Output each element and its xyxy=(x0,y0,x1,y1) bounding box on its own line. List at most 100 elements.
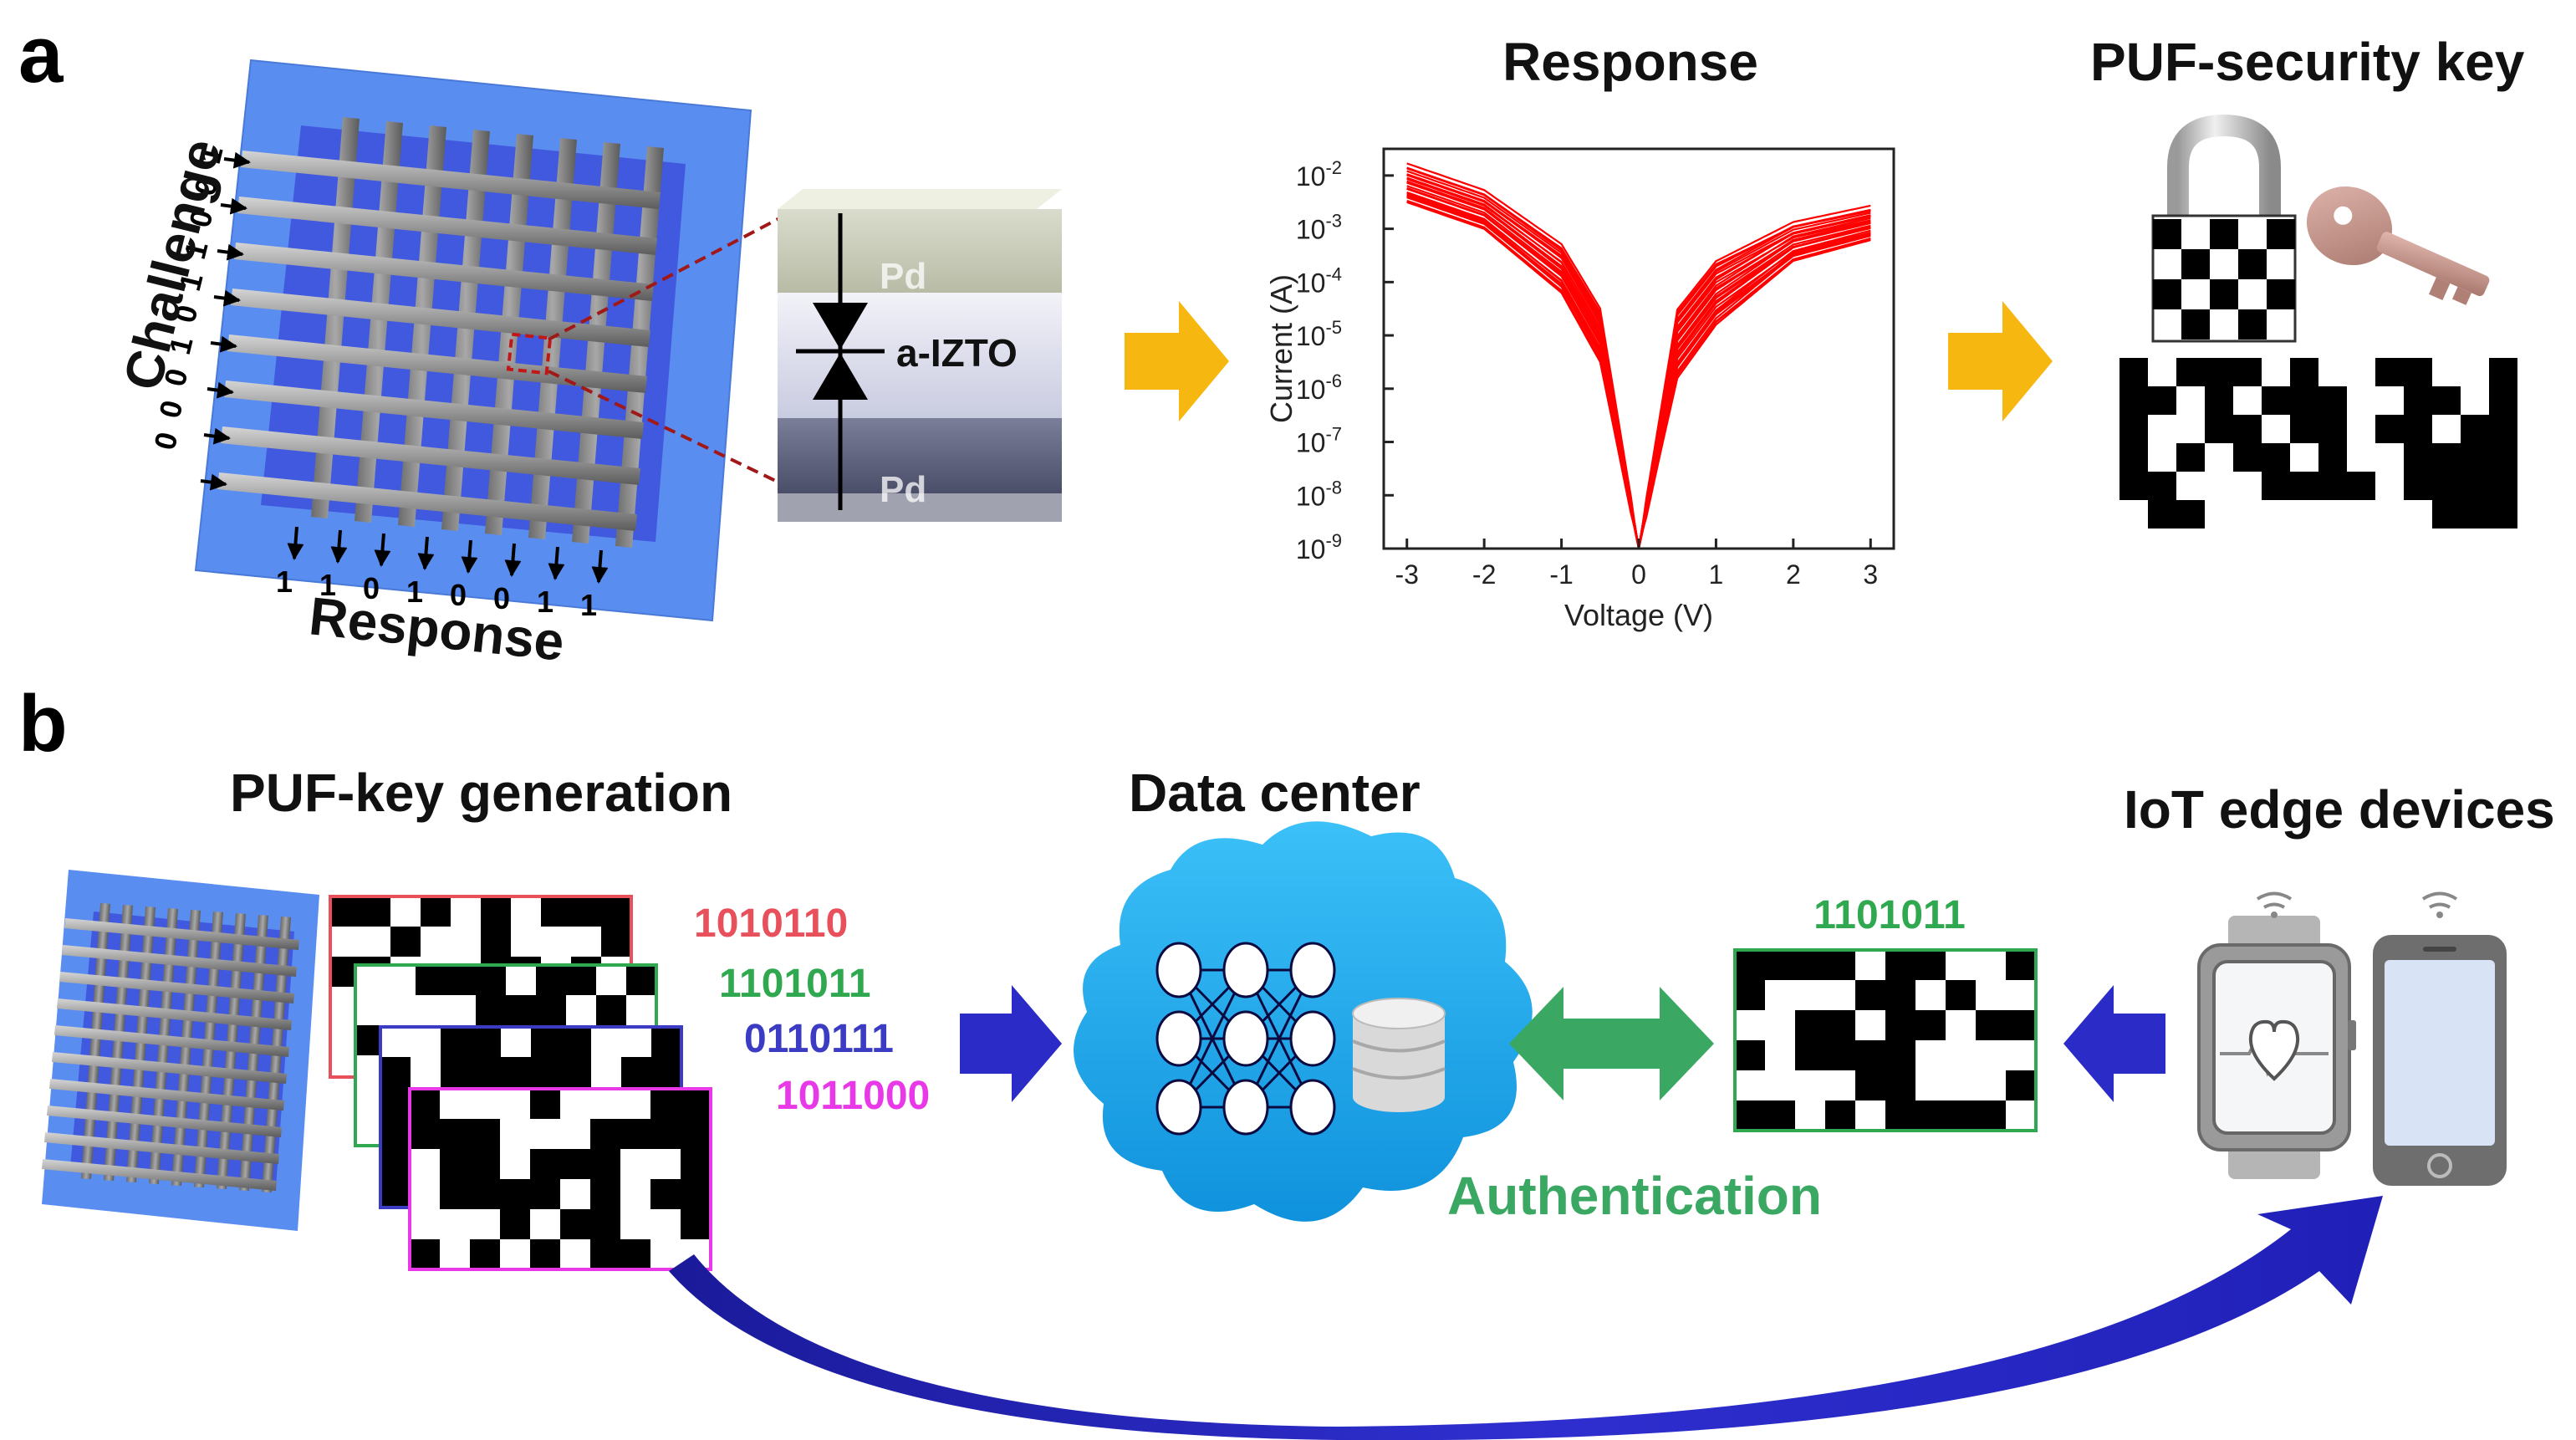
key-card-cell xyxy=(390,927,421,957)
key-card-cell xyxy=(601,896,631,927)
small-row-electrode xyxy=(49,1079,284,1111)
auth-key-cell xyxy=(1855,980,1885,1010)
response-arrow xyxy=(417,536,435,570)
key-card-cell xyxy=(441,1027,471,1057)
security-key-cell xyxy=(2404,443,2432,472)
security-key-cell xyxy=(2205,386,2233,415)
key-card-cell xyxy=(421,896,451,927)
y-tick-labels: 10-210-310-410-510-610-710-810-9 xyxy=(1296,157,1394,564)
padlock-cell xyxy=(2267,219,2295,249)
security-key-cell xyxy=(2262,472,2290,500)
blue-arrow-to-datacenter xyxy=(960,985,1062,1102)
security-key-cell xyxy=(2148,500,2176,529)
small-column-electrode xyxy=(125,906,156,1183)
nn-node xyxy=(1155,1010,1202,1067)
auth-key-cell xyxy=(1735,950,1765,980)
y-tick-label: 10-3 xyxy=(1296,211,1342,245)
security-key-cell xyxy=(2318,386,2347,415)
key-title: PUF-security key xyxy=(2090,32,2525,92)
response-bit: 1 xyxy=(276,564,293,599)
auth-key-cell xyxy=(1915,950,1946,980)
crossbar-array xyxy=(194,59,752,622)
security-key-cell xyxy=(2262,443,2290,472)
iv-sweep-line xyxy=(1406,199,1871,549)
security-key-cell xyxy=(2461,500,2489,529)
security-key-cell xyxy=(2119,386,2148,415)
padlock-cell xyxy=(2181,309,2210,340)
security-key-cell xyxy=(2489,500,2517,529)
key-card-cell xyxy=(470,1239,500,1269)
auth-key-cell xyxy=(1765,950,1795,980)
key-card-cell xyxy=(446,965,476,995)
small-row-electrode xyxy=(64,918,299,950)
row-electrode xyxy=(221,426,640,485)
response-arrow xyxy=(591,549,609,584)
key-card-cell xyxy=(681,1149,711,1179)
neural-network-icon xyxy=(1155,942,1336,1136)
datacenter-cloud xyxy=(1074,821,1533,1222)
key-card-cell xyxy=(530,1179,560,1209)
auth-key-cell xyxy=(1825,1010,1855,1040)
crossbar-rows xyxy=(217,151,661,531)
iv-sweep-line xyxy=(1406,178,1871,549)
iv-sweep-line xyxy=(1406,167,1871,549)
auth-key-cell xyxy=(1976,1100,2006,1131)
security-key-cell xyxy=(2119,472,2148,500)
security-key-cell xyxy=(2148,472,2176,500)
key-card-cell xyxy=(380,1147,411,1177)
security-key-cell xyxy=(2119,443,2148,472)
security-key-cell xyxy=(2119,358,2148,386)
key-card-cell xyxy=(590,1239,620,1269)
iv-sweep-line xyxy=(1406,197,1871,549)
nn-node xyxy=(1222,942,1269,998)
auth-key-cell xyxy=(2006,1070,2036,1100)
iv-sweep-line xyxy=(1406,201,1871,549)
auth-key-cell xyxy=(1946,1100,1976,1131)
nn-node xyxy=(1155,1079,1202,1136)
auth-key-cell xyxy=(1855,1070,1885,1100)
response-arrow xyxy=(374,533,391,567)
challenge-arrow xyxy=(207,381,234,399)
auth-key-cell xyxy=(1915,1010,1946,1040)
security-key-pattern xyxy=(2119,358,2517,529)
security-key-cell xyxy=(2432,386,2461,415)
auth-key-cell xyxy=(1795,1010,1825,1040)
key-card-cell xyxy=(601,927,631,957)
datacenter-title: Data center xyxy=(1129,763,1421,823)
security-key-cell xyxy=(2375,415,2404,443)
pd-top-label: Pd xyxy=(880,256,926,297)
response-arrows xyxy=(287,526,609,584)
key-card-cell xyxy=(590,1179,620,1209)
yellow-arrow-1 xyxy=(1125,301,1229,421)
key-card-cell xyxy=(571,896,601,927)
key-card-cell xyxy=(330,896,360,927)
x-tick-label: 3 xyxy=(1863,559,1878,590)
auth-key-cell xyxy=(1825,1100,1855,1131)
key-card-cell xyxy=(536,995,566,1025)
key-code: 0110111 xyxy=(744,1017,894,1061)
nn-node xyxy=(1289,1079,1336,1136)
iv-sweep-line xyxy=(1406,181,1871,549)
x-axis-label: Voltage (V) xyxy=(1564,598,1713,632)
challenge-arrow xyxy=(217,243,244,261)
response-bit: 0 xyxy=(450,578,467,612)
security-key-cell xyxy=(2233,415,2262,443)
challenge-arrows xyxy=(200,151,251,491)
panel-label-b: b xyxy=(18,679,68,769)
response-bit: 1 xyxy=(580,588,597,622)
key-card-cell xyxy=(476,995,506,1025)
response-bit: 0 xyxy=(493,581,510,615)
response-bit: 1 xyxy=(537,585,553,619)
y-axis-label: Current (A) xyxy=(1264,274,1298,423)
small-row-electrode xyxy=(59,972,294,1003)
iv-sweep-line xyxy=(1406,170,1871,549)
security-key-cell xyxy=(2290,386,2318,415)
response-title: Response xyxy=(1502,32,1758,92)
challenge-arrow xyxy=(203,427,231,445)
response-arrow xyxy=(548,546,565,580)
security-key-cell xyxy=(2461,472,2489,500)
small-row-electrode xyxy=(57,998,292,1030)
plot-frame xyxy=(1382,147,1895,550)
